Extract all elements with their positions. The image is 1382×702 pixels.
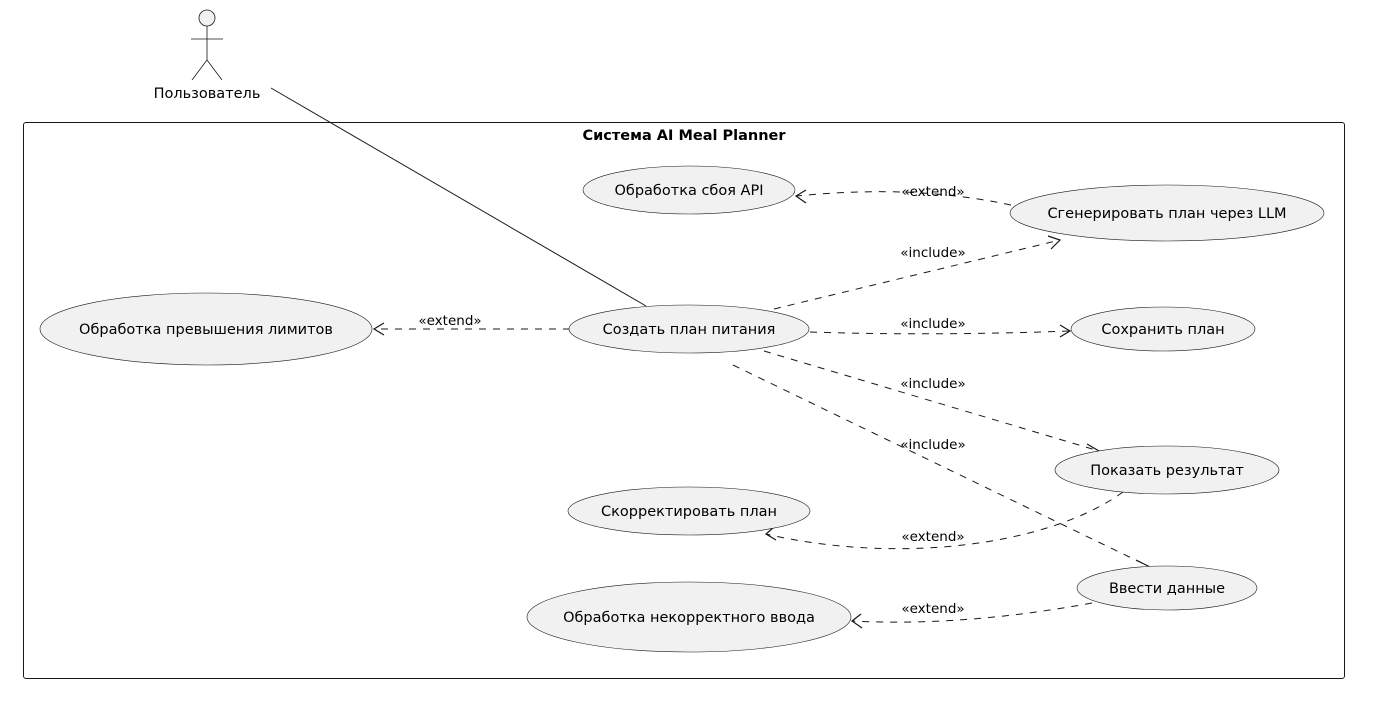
usecase-api-failure: Обработка сбоя API xyxy=(582,165,796,215)
usecase-label: Сгенерировать план через LLM xyxy=(1047,206,1286,222)
arrowhead-generate xyxy=(1047,235,1062,250)
usecase-label: Создать план питания xyxy=(603,322,776,338)
label-include-save: «include» xyxy=(900,316,965,332)
edge-include-save xyxy=(809,330,1071,335)
usecase-label: Обработка некорректного ввода xyxy=(563,610,815,626)
usecase-limits: Обработка превышения лимитов xyxy=(39,292,373,366)
usecase-label: Показать результат xyxy=(1090,463,1244,479)
usecase-label: Ввести данные xyxy=(1109,581,1225,597)
system-boundary xyxy=(23,122,1345,679)
actor-user: Пользователь xyxy=(154,9,261,102)
actor-leg-right xyxy=(206,59,223,81)
usecase-label: Скорректировать план xyxy=(601,504,777,520)
usecase-enter-data: Ввести данные xyxy=(1076,565,1258,611)
label-extend-api: «extend» xyxy=(901,184,964,200)
arrowhead-api xyxy=(794,189,807,204)
actor-name: Пользователь xyxy=(154,86,261,102)
edge-extend-invalid xyxy=(851,602,1093,623)
actor-leg-left xyxy=(191,59,208,81)
arrowhead-adjust xyxy=(764,526,777,541)
actor-head-icon xyxy=(198,9,216,27)
arrowhead-limits xyxy=(372,322,385,336)
edge-extend-adjust xyxy=(765,491,1124,550)
association-line xyxy=(270,87,647,307)
usecase-label: Обработка превышения лимитов xyxy=(79,322,333,338)
label-extend-adjust: «extend» xyxy=(901,529,964,545)
system-title: Система AI Meal Planner xyxy=(582,128,786,144)
label-include-enter: «include» xyxy=(900,437,965,453)
edge-include-show xyxy=(763,350,1100,452)
usecase-save-plan: Сохранить план xyxy=(1070,306,1256,352)
arrowhead-save xyxy=(1059,324,1072,338)
usecase-adjust-plan: Скорректировать план xyxy=(567,486,811,536)
usecase-generate-llm: Сгенерировать план через LLM xyxy=(1009,184,1325,242)
label-extend-invalid: «extend» xyxy=(901,601,964,617)
label-extend-limits: «extend» xyxy=(418,313,481,329)
usecase-invalid-input: Обработка некорректного ввода xyxy=(526,581,852,653)
usecase-label: Обработка сбоя API xyxy=(614,183,763,199)
usecase-show-result: Показать результат xyxy=(1054,445,1280,495)
edge-extend-api xyxy=(795,191,1012,206)
label-include-generate: «include» xyxy=(900,245,965,261)
label-include-show: «include» xyxy=(900,376,965,392)
usecase-label: Сохранить план xyxy=(1101,322,1224,338)
usecase-create-plan: Создать план питания xyxy=(568,304,810,354)
arrowhead-invalid xyxy=(850,613,863,629)
